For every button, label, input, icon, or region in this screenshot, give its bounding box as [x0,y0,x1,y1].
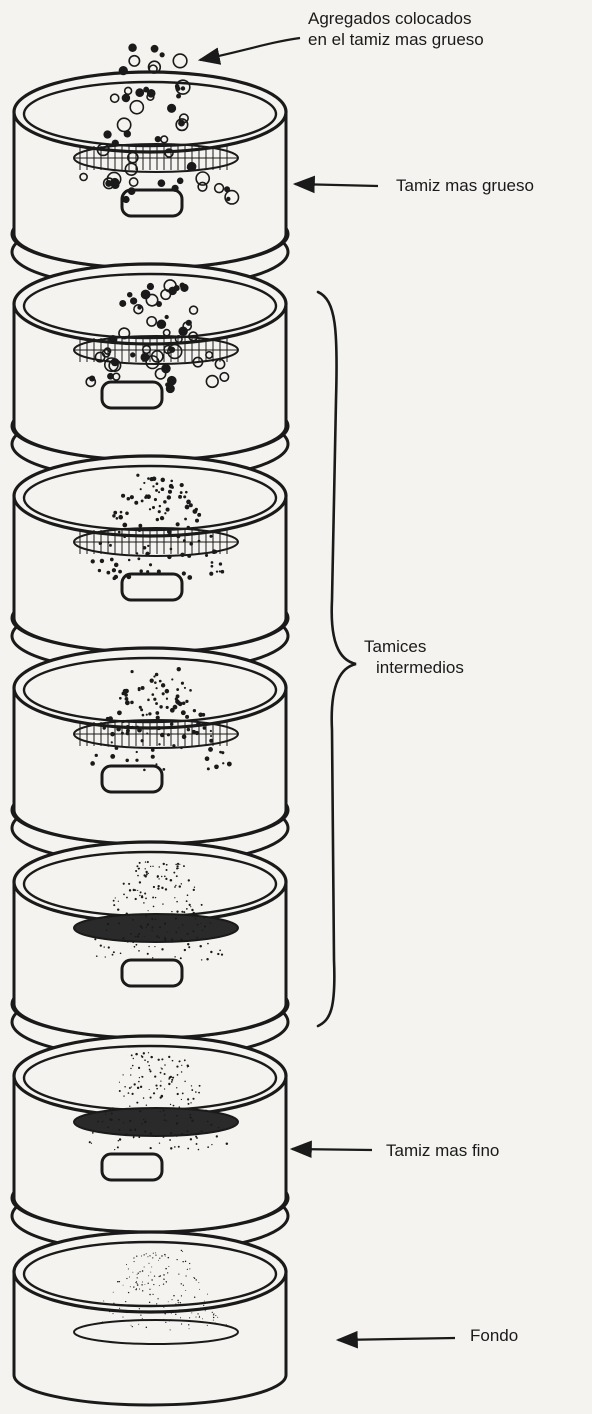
sieve-label-plate [102,1154,162,1180]
intermediate-label-line1: Tamices [364,636,464,657]
sieve-inner-rim [24,852,276,916]
aggregates-arrow [200,38,300,60]
sieve-label-plate [122,960,182,986]
pan-inner-rim [24,1242,276,1306]
sieve-6 [12,1036,288,1252]
aggregates-label-line1: Agregados colocados [308,8,484,29]
pan-arrow [338,1338,455,1340]
aggregates-label-line2: en el tamiz mas grueso [308,29,484,50]
intermediate-label-line2: intermedios [364,657,464,678]
coarsest-sieve-label: Tamiz mas grueso [396,175,534,196]
finest-sieve-arrow [292,1149,372,1150]
aggregates-placed-label: Agregados colocados en el tamiz mas grue… [308,8,484,50]
sieve-mesh [74,914,238,942]
pan [14,1232,286,1405]
finest-sieve-label: Tamiz mas fino [386,1140,499,1161]
sieve-group [12,72,288,1405]
intermediate-sieves-label: Tamices intermedios [364,636,464,678]
sieve-label-plate [122,574,182,600]
sieve-1 [12,72,288,288]
coarsest-sieve-arrow [295,184,378,186]
pan-label: Fondo [470,1325,518,1346]
sieve-5 [12,842,288,1058]
sieve-label-plate [102,766,162,792]
sieve-label-plate [102,382,162,408]
intermediate-sieves-brace [318,292,356,1026]
sieve-inner-rim [24,1046,276,1110]
